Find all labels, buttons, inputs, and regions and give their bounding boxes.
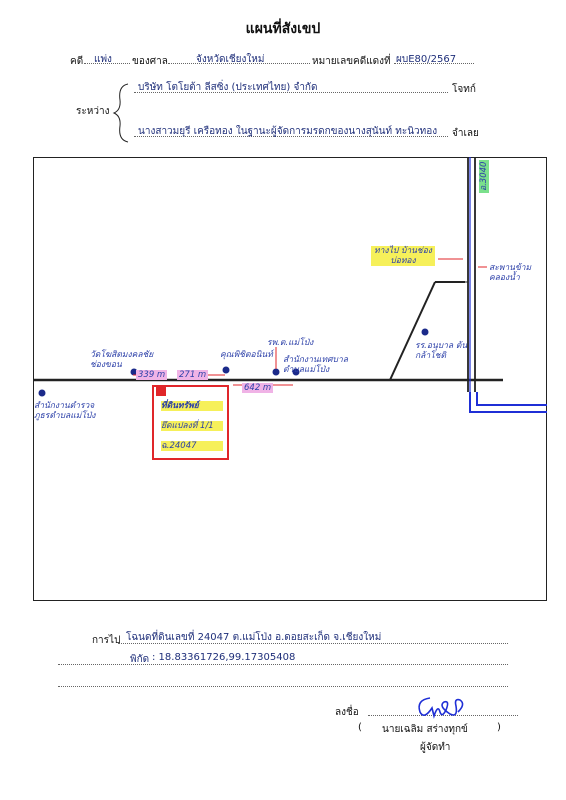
directions-text: โฉนดที่ดินเลขที่ 24047 ต.แม่โป่ง อ.ดอยสะ… [126, 632, 382, 643]
canal-label: สะพานข้ามคลองน้ำ [489, 263, 532, 283]
signature-icon [418, 697, 464, 719]
defendant-role: จำเลย [452, 128, 479, 139]
paren-close: ) [497, 722, 501, 733]
signer-name: นายเฉลิม สร่างทุกข์ [382, 724, 468, 735]
plaintiff-line [134, 92, 448, 93]
office-marker [292, 368, 299, 375]
hospital-marker [272, 368, 279, 375]
case-type: แพ่ง [94, 54, 112, 65]
temple-marker [130, 368, 137, 375]
police-marker [38, 389, 45, 396]
land-corner [155, 385, 166, 396]
directions-label: การไป [92, 635, 121, 646]
court-line [168, 63, 310, 64]
court-name: จังหวัดเชียงใหม่ [196, 54, 265, 65]
sign-line [368, 715, 518, 716]
directions-line-3 [58, 686, 508, 687]
paren-open: ( [358, 722, 362, 733]
police-label: สำนักงานตำรวจ ภูธรตำบลแม่โป่ง [34, 401, 96, 421]
hospital-label: รพ.ต.แม่โป่ง [267, 338, 314, 348]
coords-label: พิกัด [130, 654, 150, 665]
land-plot [151, 384, 229, 460]
junction-label: ทางไป บ้านช่องบ่อทอง [371, 246, 435, 266]
shop-marker [222, 366, 229, 373]
temple-distance: 339 m [136, 370, 168, 380]
land-line-1: ที่ดินทรัพย์ [161, 401, 223, 411]
office-distance: 642 m [242, 383, 274, 393]
road-label: อ.3040 [479, 159, 489, 193]
river-edge-1 [468, 391, 547, 413]
case-type-line [84, 63, 130, 64]
brace-icon [112, 83, 129, 143]
office-label: สำนักงานเทศบาล ตำบลแม่โป่ง [283, 355, 348, 375]
diagonal-road [388, 281, 436, 380]
river-edge-2 [475, 391, 547, 406]
defendant-name: นางสาวมยุรี เครือทอง ในฐานะผู้จัดการมรดก… [138, 126, 438, 137]
coords-value: : 18.83361726,99.17305408 [152, 652, 296, 663]
school-label: รร.อนุบาล ต้นกล้าโชติ [415, 341, 468, 361]
directions-line-1 [118, 643, 508, 644]
page-title: แผนที่สังเขป [245, 21, 321, 37]
temple-label: วัดโฆสิตมงคลชัย ช่องขอน [90, 350, 154, 370]
sign-label: ลงชื่อ [335, 707, 359, 718]
land-line-3: ฉ.24047 [161, 441, 223, 451]
map-drawing [32, 156, 547, 460]
black-case-line [394, 63, 474, 64]
plaintiff-name: บริษัท โตโยต้า ลีสซิ่ง (ประเทศไทย) จำกัด [138, 82, 318, 93]
shop-label: คุณพิชิตอนินท์ [220, 350, 273, 360]
defendant-line [134, 136, 448, 137]
court-label: ของศาล [132, 56, 168, 67]
school-marker [421, 328, 428, 335]
plaintiff-role: โจทก์ [452, 84, 476, 95]
directions-line-2 [58, 664, 508, 665]
black-case-label: หมายเลขคดีแดงที่ [312, 56, 391, 67]
black-case-no: ผบE80/2567 [396, 54, 457, 65]
case-label: คดี [70, 56, 84, 67]
between-label: ระหว่าง [76, 106, 110, 117]
signer-role: ผู้จัดทำ [420, 742, 451, 753]
land-line-2: ยึดแปลงที่ 1/1 [161, 421, 223, 431]
shop-distance: 271 m [177, 370, 209, 380]
map-frame: อ.3040 ทางไป บ้านช่องบ่อทอง สะพานข้ามคลอ… [32, 156, 547, 601]
